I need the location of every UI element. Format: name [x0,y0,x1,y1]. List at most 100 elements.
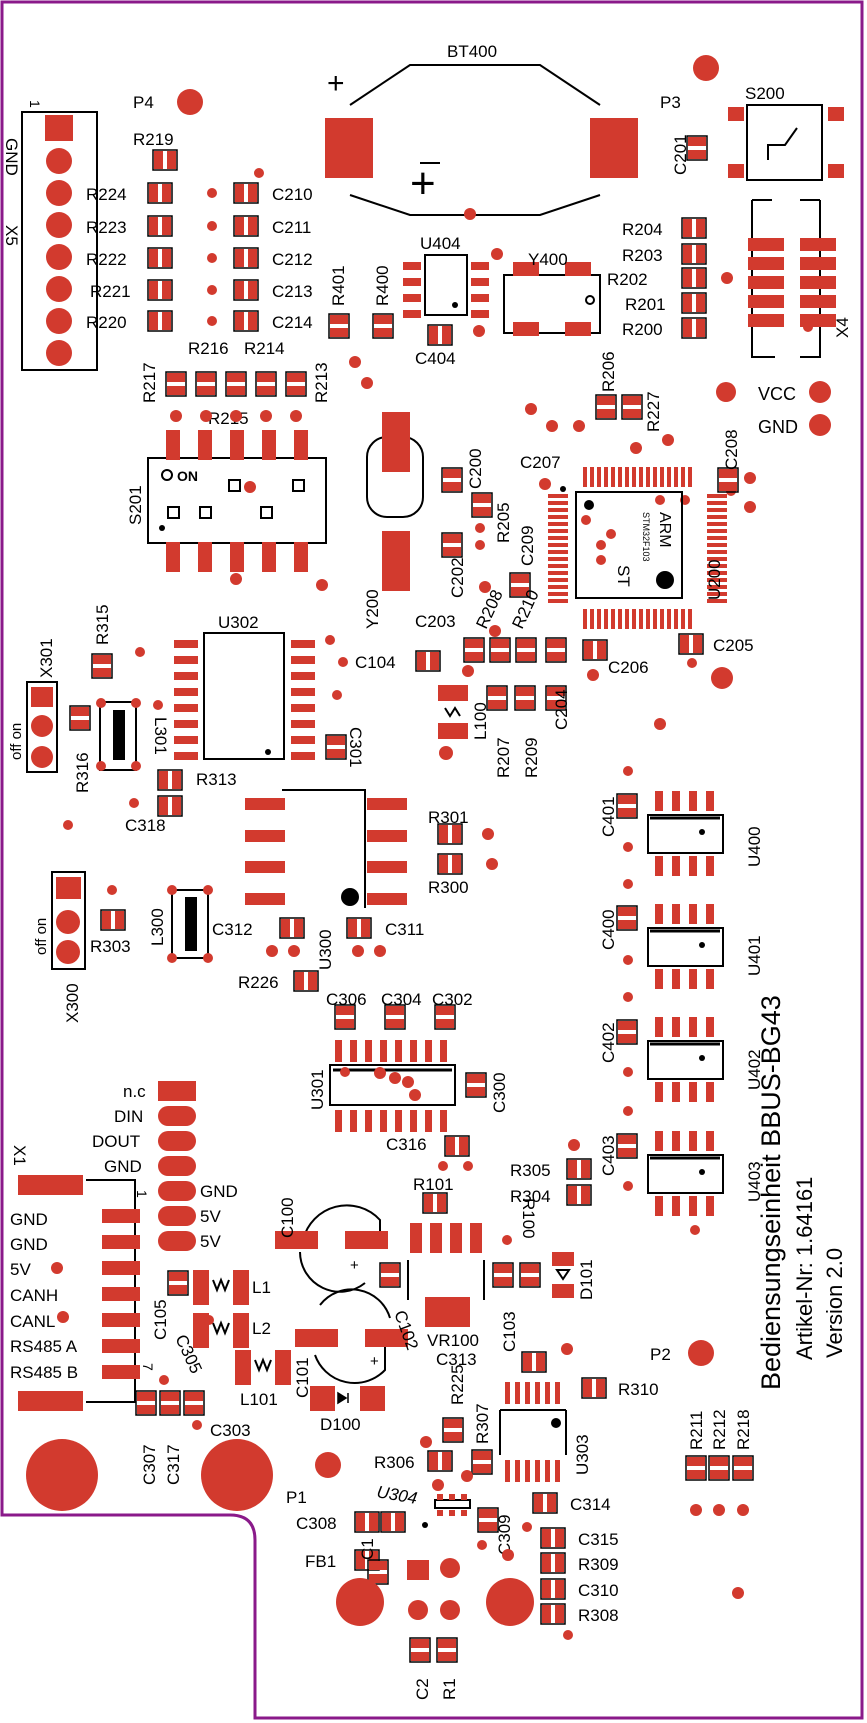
test-pad-p2 [688,1340,714,1366]
via [477,1540,487,1550]
capacitor [616,1133,638,1159]
label-on: ON [177,468,198,484]
resistor [621,394,643,420]
via [237,1333,247,1343]
via [51,1262,63,1274]
crystal-y400: Y400 [503,250,601,336]
label-c203: C203 [415,612,456,631]
resistor [463,637,485,663]
version-label: Version 2.0 [822,1248,847,1358]
vias-row [170,410,302,422]
pad [408,1600,428,1620]
label-c402: C402 [599,1022,618,1063]
capacitor [616,1019,638,1045]
plus-mark: + [350,1257,359,1274]
label-c210: C210 [272,185,313,204]
label-c404: C404 [415,349,456,368]
pad [486,1578,534,1626]
label-c1: C1 [358,1538,377,1560]
capacitor [409,1637,431,1663]
resistor [442,1417,464,1443]
capacitor [367,1559,389,1585]
resistor [471,1449,493,1475]
label-r221: R221 [90,282,131,301]
label-c313: C313 [436,1350,477,1369]
label-gnd: GND [10,1235,48,1254]
inductor-l101: L101 [235,1350,291,1409]
resistor [685,1455,707,1481]
label-c204: C204 [552,689,571,730]
label-c401: C401 [599,796,618,837]
inductor-l300: L300 [148,885,213,963]
test-pad-p4 [177,89,203,115]
resistor [147,279,173,301]
label-l301: L301 [151,717,170,755]
board-title: Bediensungseinheit BBUS-BG43 [756,995,786,1390]
inductor-l1: L1 [193,1270,271,1305]
capacitor [540,1527,566,1549]
capacitor [279,917,305,939]
resistor [436,1637,458,1663]
pad [407,1560,429,1580]
label-l300: L300 [148,908,167,946]
label-c403: C403 [599,1135,618,1176]
label-c318: C318 [125,816,166,835]
ic-u302: U302 [174,613,315,760]
label-c2: C2 [413,1678,432,1700]
vias-u300 [266,945,386,957]
via [721,272,733,284]
mounting-hole [201,1439,273,1511]
label-u303: U303 [573,1434,592,1475]
resistor [91,653,113,679]
via [587,669,599,681]
resistor [681,243,707,265]
label-r313: R313 [196,770,237,789]
label-r215: R215 [208,409,249,428]
label-dout: DOUT [92,1132,140,1151]
capacitor [325,734,347,760]
via [491,248,503,260]
label-r307: R307 [473,1403,492,1444]
ic-u402: U402 [647,1017,764,1102]
resistor [489,637,511,663]
label-u302: U302 [218,613,259,632]
label-u400: U400 [745,826,764,867]
label-r303: R303 [90,937,131,956]
inductor-l100: L100 [438,685,490,740]
via [325,635,335,645]
label-l101: L101 [240,1390,278,1409]
vias-x301 [63,647,163,830]
label-r226: R226 [238,973,279,992]
pad [336,1578,384,1626]
label-c301: C301 [346,727,365,768]
label-c205: C205 [713,636,754,655]
label-u304: U304 [375,1482,418,1508]
via [654,718,666,730]
capacitor [354,1511,380,1533]
via [338,657,348,667]
label-r201: R201 [625,295,666,314]
vias-u4xx [623,766,700,1235]
label-r200: R200 [622,320,663,339]
ic-u401: U401 [647,904,764,989]
label-r308: R308 [578,1606,619,1625]
label-u404: U404 [420,234,461,253]
label-x1: X1 [10,1145,29,1166]
label-r220: R220 [86,313,127,332]
crystal-y200: Y200 [363,412,424,629]
label-c316: C316 [386,1135,427,1154]
label-r204: R204 [622,220,663,239]
pad [711,667,733,689]
label-gnd: GND [2,138,21,176]
resistor [681,317,707,339]
capacitor [233,279,259,301]
capacitor [582,639,608,661]
label-r227: R227 [644,391,663,432]
label-r1: R1 [440,1678,459,1700]
label-r203: R203 [622,246,663,265]
ic-u300: U300 [245,789,407,970]
label-c200: C200 [466,448,485,489]
label-c308: C308 [296,1514,337,1533]
label-c312: C312 [212,920,253,939]
capacitor [717,467,739,493]
